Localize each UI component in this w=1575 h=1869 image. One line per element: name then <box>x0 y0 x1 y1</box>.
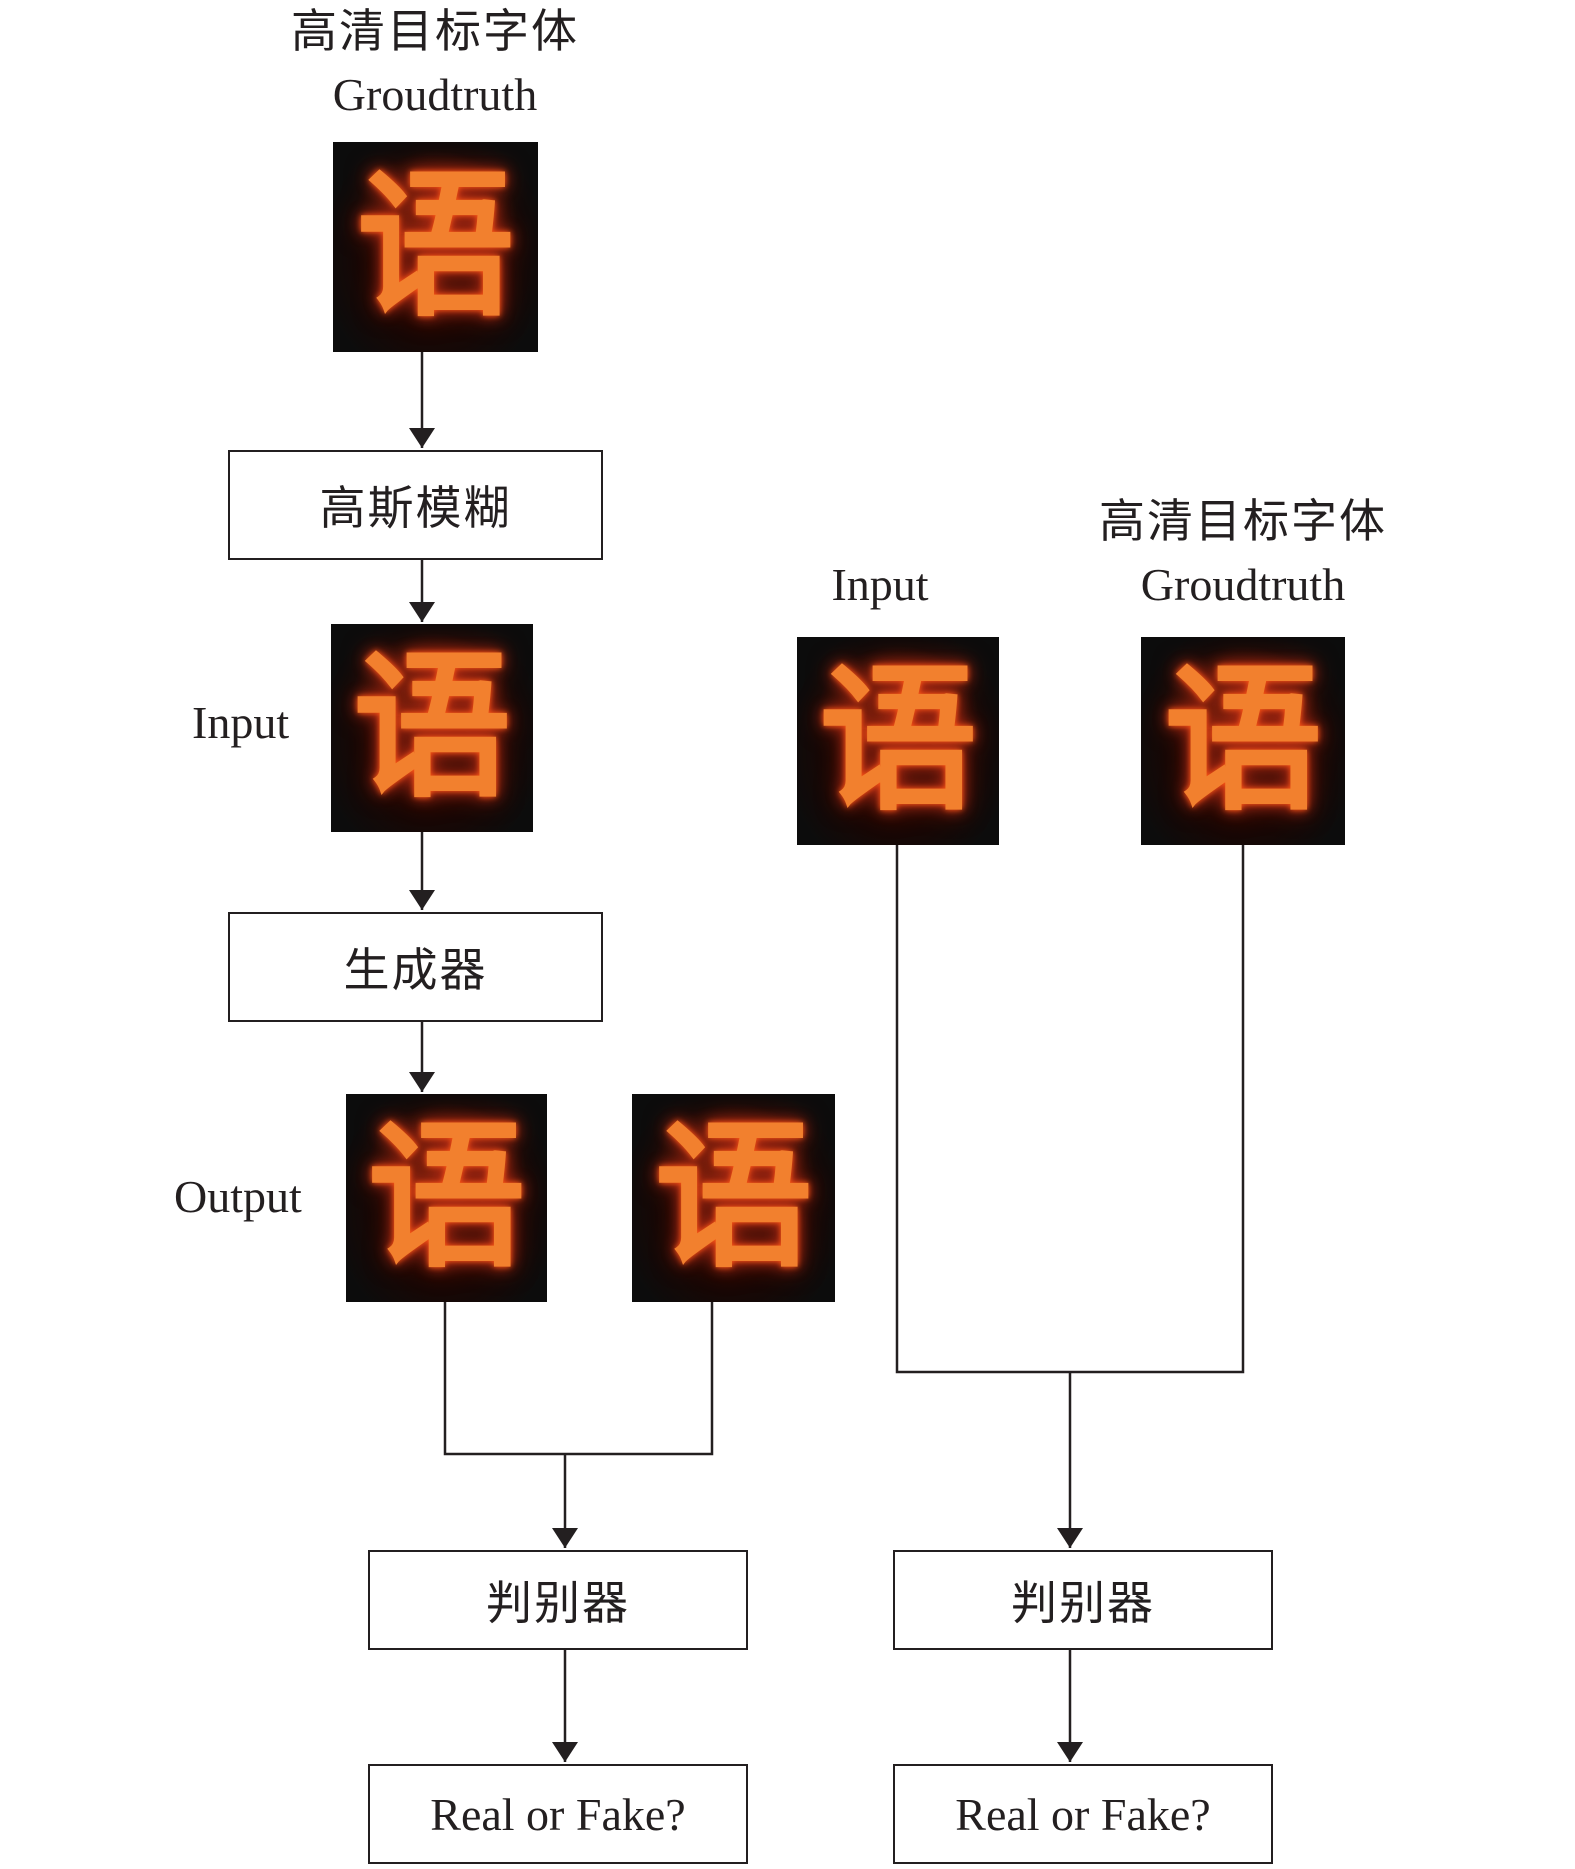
label-input-left: Input <box>192 697 290 748</box>
result-box-right: Real or Fake? <box>893 1764 1273 1864</box>
glyph-character: 语 <box>819 649 977 833</box>
label-output: Output <box>174 1171 302 1222</box>
discriminator-box-right: 判别器 <box>893 1550 1273 1650</box>
label-groundtruth-right: Groudtruth <box>1140 559 1346 610</box>
glyph-character: 语 <box>356 155 515 339</box>
input-glyph-tile-left: 语 <box>331 624 533 832</box>
glyph-character: 语 <box>353 636 511 820</box>
result-box-left: Real or Fake? <box>368 1764 748 1864</box>
label-input-right: Input <box>831 559 929 610</box>
input-glyph-tile-right: 语 <box>797 637 999 845</box>
output-pair-glyph-tile: 语 <box>632 1094 835 1302</box>
output-glyph-tile: 语 <box>346 1094 547 1302</box>
glyph-character: 语 <box>367 1106 526 1290</box>
flame-decoration <box>351 632 513 716</box>
groundtruth-glyph-tile-right: 语 <box>1141 637 1345 845</box>
discriminator-box-left: 判别器 <box>368 1550 748 1650</box>
discriminator-label-right: 判别器 <box>1011 1576 1155 1630</box>
flame-decoration <box>817 645 979 729</box>
result-label-left: Real or Fake? <box>430 1788 686 1840</box>
label-groundtruth-left: Groudtruth <box>332 69 538 120</box>
flame-decoration <box>353 150 518 235</box>
generator-label: 生成器 <box>343 943 488 997</box>
generator-box: 生成器 <box>228 912 603 1022</box>
gaussian-blur-label: 高斯模糊 <box>319 481 512 535</box>
groundtruth-glyph-tile-left: 语 <box>333 142 538 352</box>
glyph-character: 语 <box>1164 649 1322 833</box>
flame-decoration <box>1161 645 1325 729</box>
label-hd-target-font-left: 高清目标字体 <box>291 4 579 58</box>
glyph-character: 语 <box>654 1106 813 1290</box>
merge-line-output-pair <box>443 1302 714 1456</box>
gaussian-blur-box: 高斯模糊 <box>228 450 603 560</box>
flame-decoration <box>652 1102 815 1186</box>
flame-decoration <box>366 1102 527 1186</box>
discriminator-label-left: 判别器 <box>486 1576 630 1630</box>
label-hd-target-font-right: 高清目标字体 <box>1099 494 1387 548</box>
merge-line-real-pair <box>895 845 1245 1374</box>
result-label-right: Real or Fake? <box>955 1788 1211 1840</box>
